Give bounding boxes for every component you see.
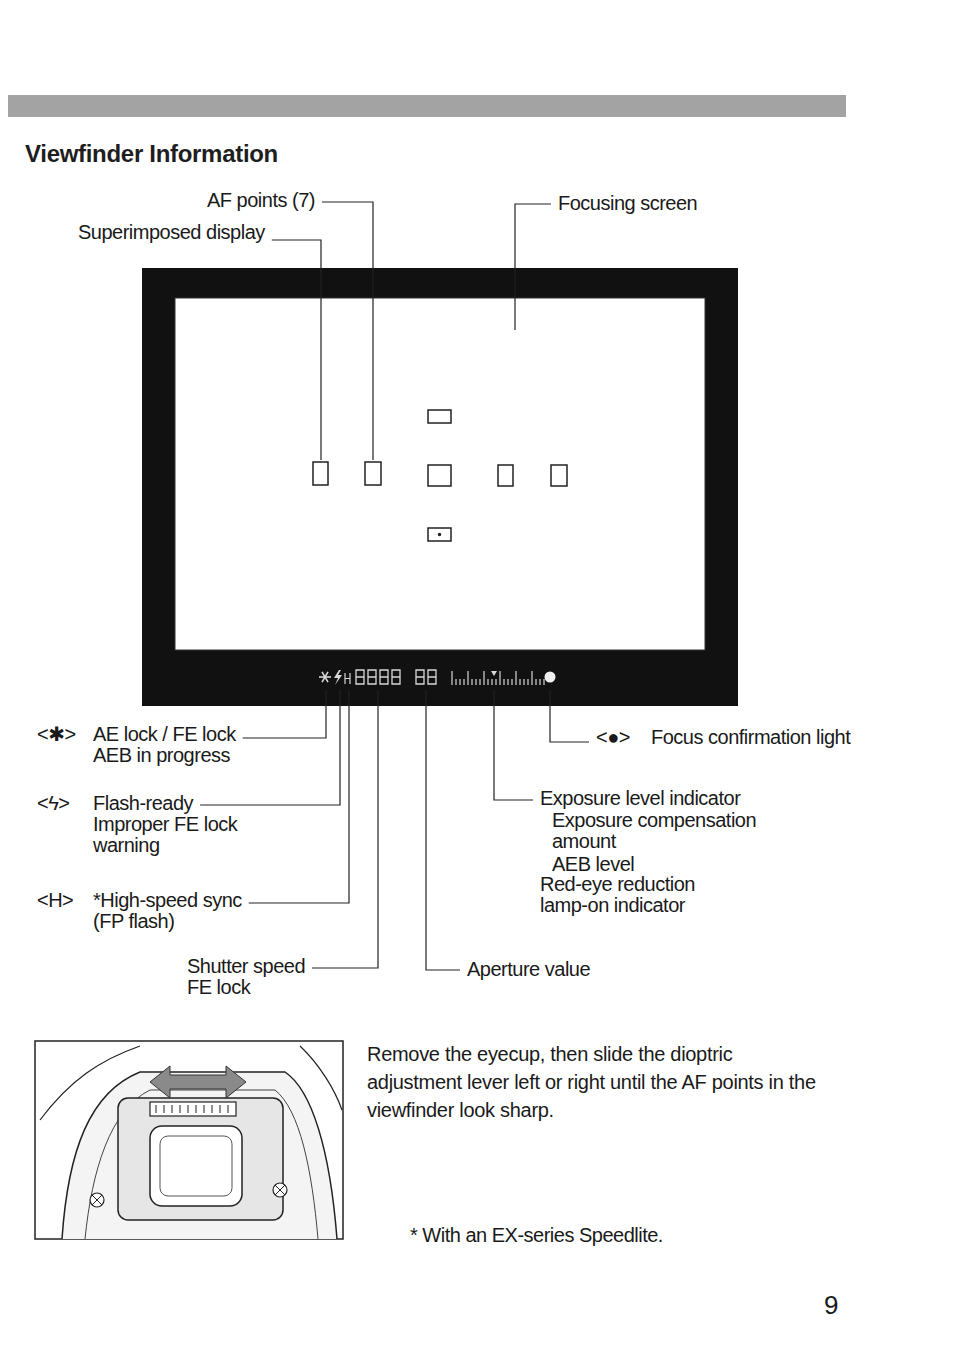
callout-label: Aperture value [467,959,590,980]
callout-label: Flash-ready [93,793,193,814]
leader-line [249,690,349,903]
callout-label: Focusing screen [558,193,697,214]
leader-line [272,240,321,460]
callout-label: AE lock / FE lock [93,724,236,745]
leader-line [426,690,460,970]
af-points [313,410,567,541]
callout-label: Focus confirmation light [651,727,851,748]
viewfinder-frame [142,268,738,706]
callout-label: Improper FE lock warning [93,814,271,856]
symbol-label: <●> [596,727,630,748]
callout-label: Exposure level indicator [540,788,740,809]
instruction-text: Remove the eyecup, then slide the dioptr… [367,1040,819,1124]
symbol-label: <✱> [37,724,76,745]
leader-line [243,690,326,738]
dioptric-illustration [35,1041,343,1239]
callout-label: Exposure compensation amount [552,810,792,852]
callout-label: FE lock [187,977,250,998]
page-title: Viewfinder Information [25,140,278,168]
leader-line [515,204,551,330]
header-band [8,95,846,117]
callout-label: Shutter speed [187,956,305,977]
leader-line [322,202,373,460]
footnote: * With an EX-series Speedlite. [410,1225,663,1246]
callout-label: Superimposed display [78,222,265,243]
callout-label: AF points (7) [207,190,315,211]
callout-label: Red-eye reduction lamp-on indicator [540,874,740,916]
leader-line [494,690,533,800]
callout-label: AEB in progress [93,745,230,766]
lcd-display [319,670,556,685]
symbol-label: <H> [37,890,73,911]
page-number: 9 [824,1290,838,1320]
callout-label: AEB level [552,854,634,875]
callout-label: *High-speed sync (FP flash) [93,890,275,932]
leader-line [550,690,589,742]
leader-line [312,690,378,968]
symbol-label: <ϟ> [37,793,69,814]
focusing-screen [175,298,705,650]
